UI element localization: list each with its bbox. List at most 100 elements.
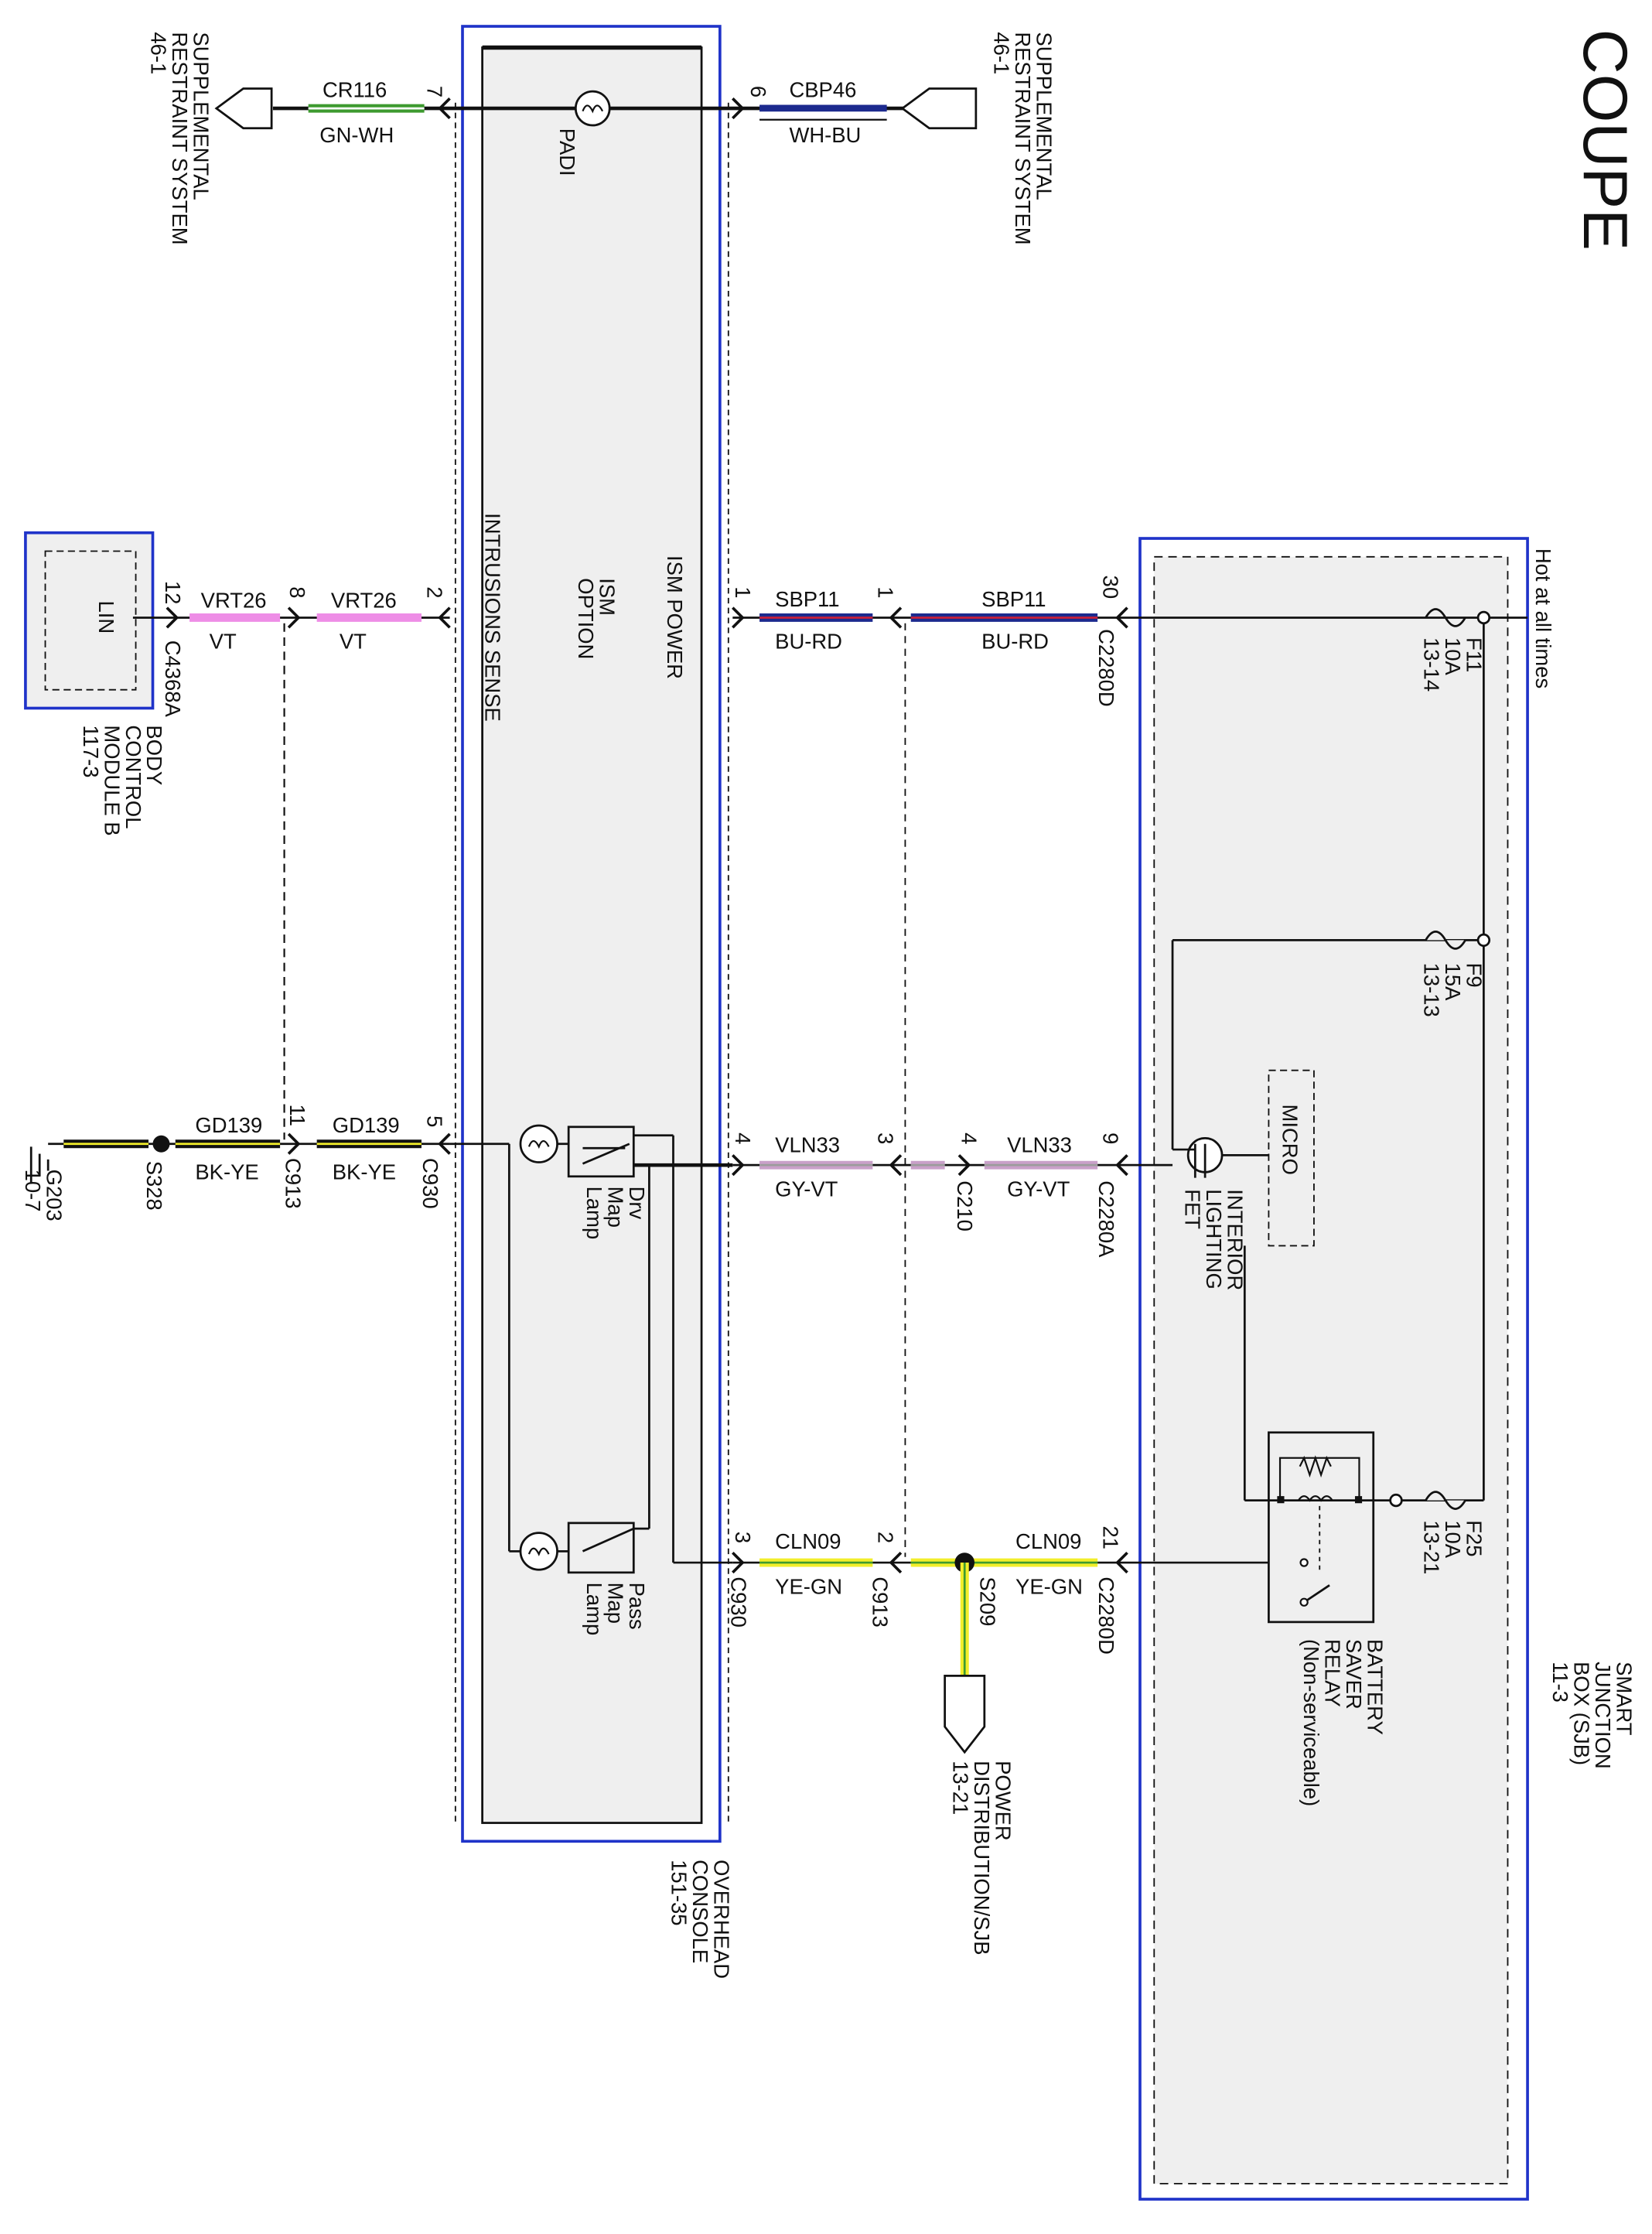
ism-option-label-2: OPTION: [574, 578, 598, 659]
svg-text:LIN: LIN: [94, 601, 118, 634]
vrt26b-pin: 2: [422, 586, 446, 598]
splice-s328-label: S328: [142, 1161, 166, 1211]
relay-label-4: (Non-serviceable): [1299, 1639, 1323, 1806]
fuse-f11-rating: 10A: [1441, 637, 1465, 676]
sbp11b-connector: C2280D: [1094, 629, 1118, 707]
cr116-label: CR116: [323, 77, 387, 101]
pass-lamp-label-1: Pass: [625, 1583, 649, 1630]
micro-label: MICRO: [1278, 1105, 1302, 1175]
cbp46-pin: 6: [746, 86, 770, 97]
vln33b-label: VLN33: [1007, 1133, 1072, 1157]
cln09a-connector-left: C930: [726, 1576, 750, 1628]
splice-s328: [152, 1135, 170, 1153]
gd139b-color: BK-YE: [333, 1160, 396, 1184]
cln09a-pin-right: 2: [874, 1532, 898, 1543]
drv-lamp-label-3: Lamp: [582, 1187, 606, 1240]
cln09b-label: CLN09: [1015, 1529, 1081, 1553]
fet-label-1: INTERIOR: [1223, 1189, 1247, 1290]
overhead-console-box: [461, 25, 722, 1843]
svg-text:46-1: 46-1: [147, 32, 171, 74]
intrusion-sense-label: INTRUSIONS SENSE: [480, 513, 504, 722]
vln33a-color: GY-VT: [775, 1177, 838, 1201]
srs-right-label: SUPPLEMENTAL RESTRAINT SYSTEM 46-1: [990, 32, 1056, 244]
svg-text:SUPPLEMENTAL: SUPPLEMENTAL: [189, 32, 213, 200]
vrt26a-label: VRT26: [201, 589, 267, 613]
cbp46-label: CBP46: [789, 77, 856, 101]
vrt26b-color: VT: [340, 630, 367, 654]
fuse-f9-ref: 13-13: [1420, 963, 1444, 1017]
srs-left-label: SUPPLEMENTAL RESTRAINT SYSTEM 46-1: [147, 32, 213, 244]
svg-text:11-3: 11-3: [1548, 1662, 1572, 1703]
relay-label-2: SAVER: [1342, 1639, 1366, 1710]
bcm-box: [24, 531, 155, 710]
vrt26a-color: VT: [210, 630, 237, 654]
gd139a-color: BK-YE: [195, 1160, 258, 1184]
svg-text:C4368A: C4368A: [161, 640, 185, 718]
hot-label: Hot at all times: [1531, 548, 1555, 688]
sjb-panel: [1153, 555, 1509, 2184]
sbp11a-pin-right: 1: [874, 586, 898, 598]
sbp11a-color: BU-RD: [775, 630, 842, 654]
fet-label-2: LIGHTING: [1202, 1189, 1226, 1290]
sbp11b-pin: 30: [1098, 576, 1122, 599]
srs-left-connector: [214, 87, 273, 130]
gd139a-label: GD139: [195, 1113, 262, 1137]
svg-text:JUNCTION: JUNCTION: [1591, 1662, 1615, 1769]
fuse-f9-rating: 15A: [1441, 963, 1465, 1002]
battery-saver-relay: [1268, 1431, 1375, 1624]
vln33b-pin-left: 4: [957, 1132, 981, 1144]
overhead-console-label: OVERHEAD CONSOLE 151-35: [667, 1860, 734, 1979]
padi-label: PADI: [555, 128, 579, 176]
gd139b-pin: 5: [422, 1115, 446, 1127]
drv-map-lamp-icon: [519, 1124, 558, 1163]
sbp11a-pin-left: 1: [731, 586, 755, 598]
drv-lamp-label-2: Map: [603, 1187, 627, 1228]
fuse-f25-rating: 10A: [1441, 1520, 1465, 1559]
svg-text:CONTROL: CONTROL: [121, 725, 145, 828]
fuse-f11-icon: [1425, 608, 1466, 627]
vln33a-label: VLN33: [775, 1133, 840, 1157]
cln09a-connector-right: C913: [868, 1576, 892, 1628]
cln09b-connector: C2280D: [1094, 1576, 1118, 1655]
splice-s209-label: S209: [975, 1576, 999, 1626]
cln09b-pin: 21: [1098, 1526, 1122, 1550]
relay-label-3: RELAY: [1321, 1639, 1345, 1707]
fuse-f25-icon: [1425, 1491, 1466, 1510]
svg-text:BODY: BODY: [142, 725, 166, 785]
srs-right-connector: [900, 87, 978, 130]
power-dist-connector: [944, 1674, 986, 1754]
drv-lamp-label-1: Drv: [625, 1187, 649, 1220]
fuse-f25-ref: 13-21: [1420, 1520, 1444, 1574]
svg-text:MODULE B: MODULE B: [100, 725, 124, 835]
vln33b-pin-right: 9: [1098, 1132, 1122, 1144]
fuse-f25-name: F25: [1462, 1520, 1486, 1556]
bcm-inner: [44, 550, 137, 691]
svg-text:CONSOLE: CONSOLE: [688, 1860, 712, 1963]
ism-option-label-1: ISM: [595, 578, 619, 616]
padi-lamp-icon: [574, 90, 611, 127]
relay-label-1: BATTERY: [1363, 1639, 1387, 1735]
gd139a-pin: 11: [285, 1105, 309, 1126]
svg-text:SMART: SMART: [1612, 1662, 1636, 1736]
page-title: COUPE: [1570, 29, 1640, 251]
fuse-f11-ref: 13-14: [1420, 637, 1444, 692]
svg-text:DISTRIBUTION/SJB: DISTRIBUTION/SJB: [970, 1761, 994, 1955]
svg-text:117-3: 117-3: [79, 725, 103, 777]
pass-map-switch: [567, 1522, 635, 1574]
cln09a-color: YE-GN: [775, 1574, 842, 1598]
svg-text:OVERHEAD: OVERHEAD: [710, 1860, 734, 1979]
bcm-label: LIN C4368A BODY CONTROL MODULE B 117-3: [79, 601, 185, 836]
cbp46-color: WH-BU: [789, 123, 861, 147]
gd139a-connector: C913: [281, 1158, 305, 1209]
vln33b-connector-mid: C210: [953, 1180, 977, 1231]
ground-name: G203: [42, 1170, 66, 1221]
fet-label-3: FET: [1181, 1189, 1205, 1229]
sbp11b-color: BU-RD: [981, 630, 1049, 654]
fuse-f9-icon: [1425, 931, 1466, 950]
vrt26b-label: VRT26: [331, 589, 397, 613]
vln33b-connector: C2280A: [1094, 1180, 1118, 1258]
ism-power-label: ISM POWER: [663, 555, 687, 679]
cln09a-label: CLN09: [775, 1529, 841, 1553]
sjb-box: [1138, 537, 1529, 2201]
